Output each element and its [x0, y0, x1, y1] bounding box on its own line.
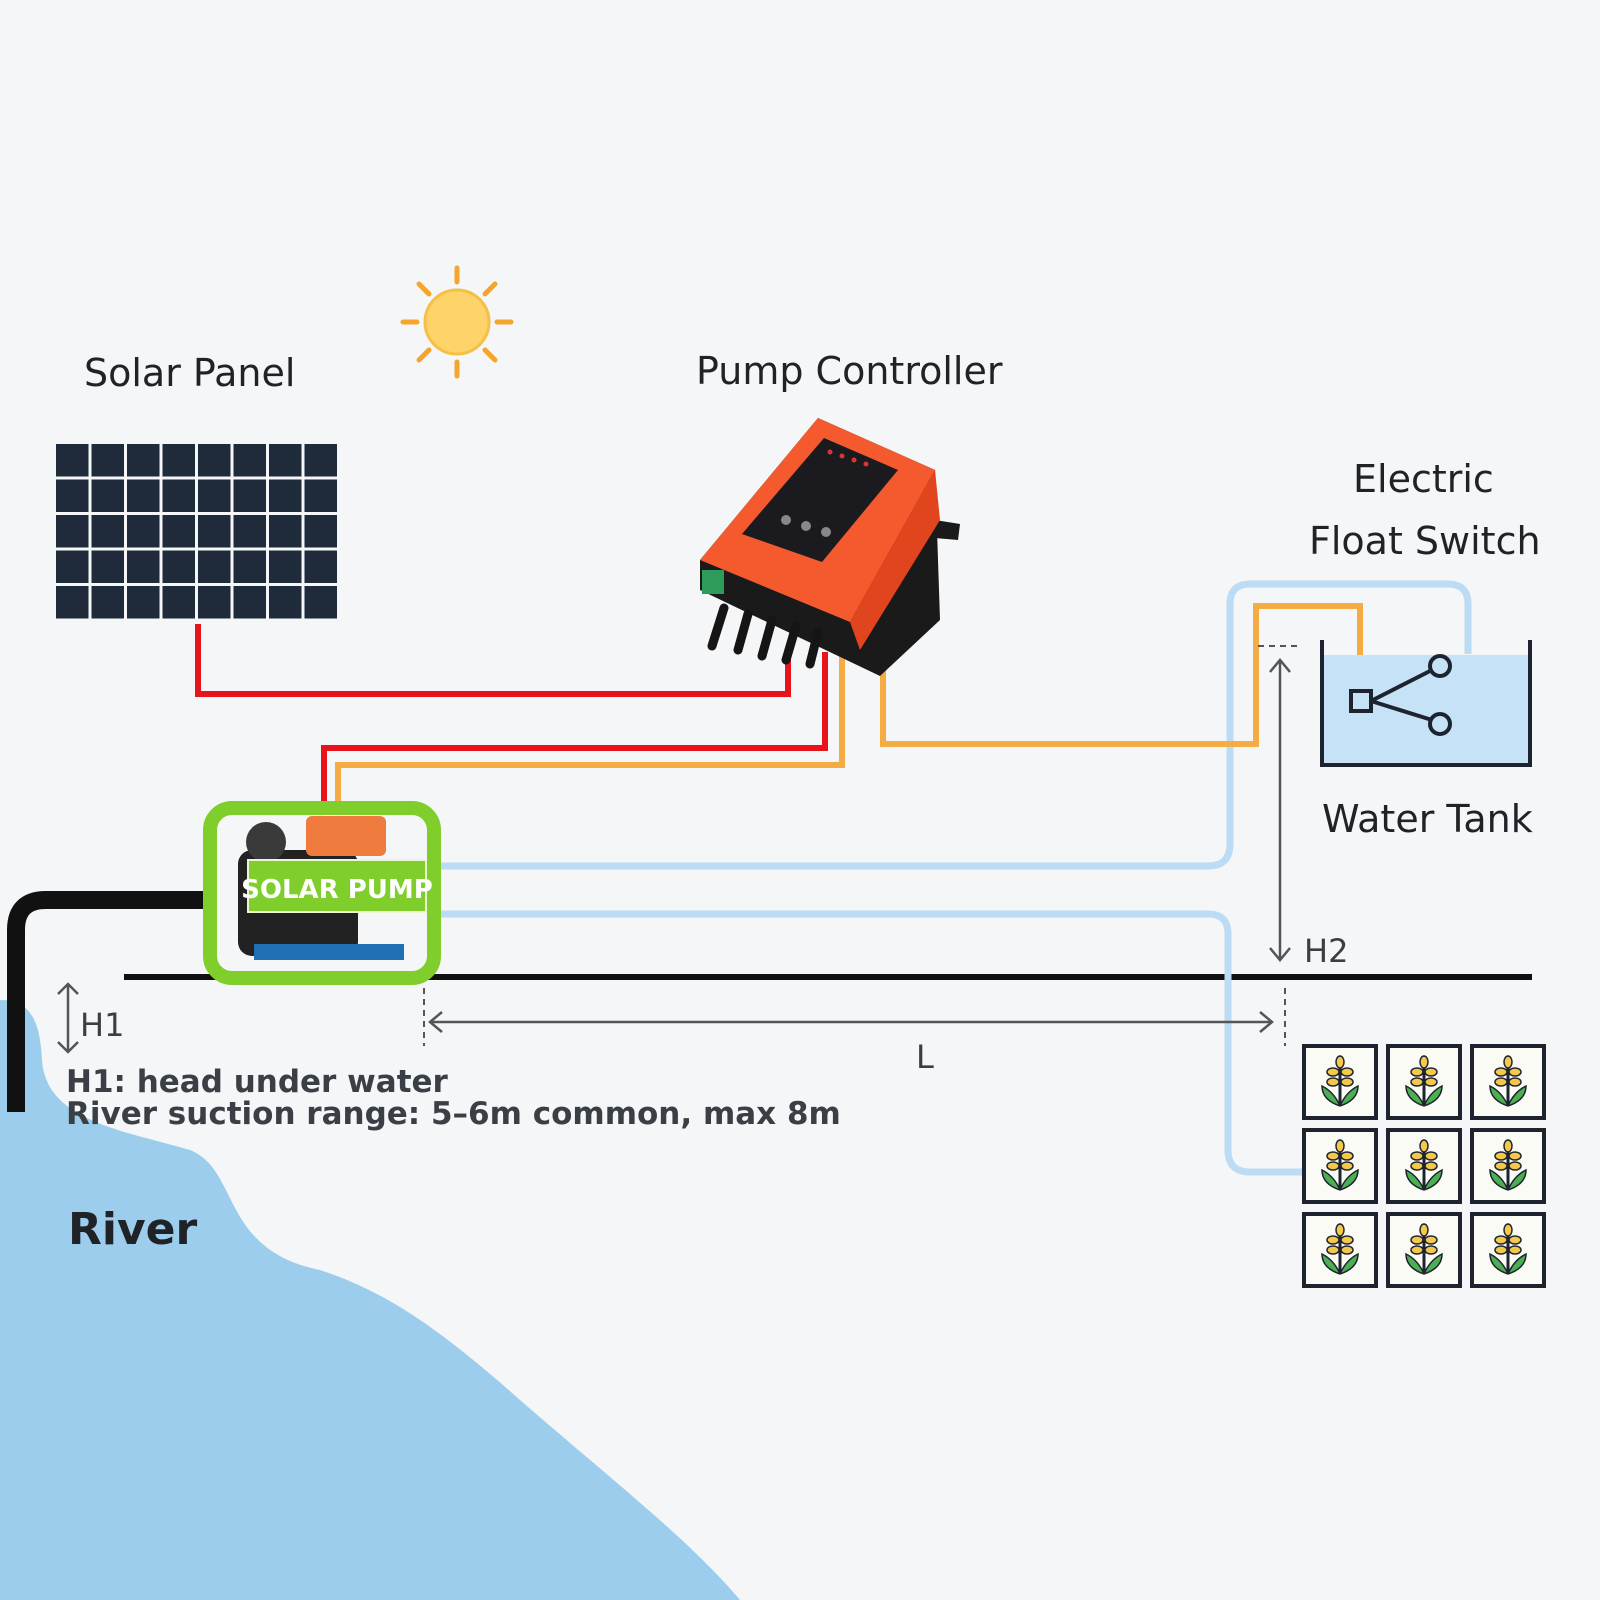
solar-cell [127, 479, 160, 512]
solar-cell [233, 515, 266, 548]
suction-pipe [7, 891, 205, 1112]
water-tank [1320, 640, 1532, 767]
solar-cell [233, 550, 266, 583]
h2-dimension-arrow [1269, 658, 1291, 962]
solar-cell [56, 550, 89, 583]
crop-tile [1470, 1128, 1546, 1204]
water-tank-label: Water Tank [1322, 797, 1533, 841]
solar-cell [198, 444, 231, 477]
h1-label: H1 [80, 1006, 124, 1044]
solar-cell [269, 515, 302, 548]
pump-controller [700, 418, 960, 676]
solar-cell [198, 515, 231, 548]
solar-cell [162, 550, 195, 583]
solar-cell [304, 586, 337, 619]
solar-cell [127, 444, 160, 477]
crop-plant-icon [1321, 1055, 1359, 1107]
river-water [0, 1000, 740, 1600]
solar-cell [162, 515, 195, 548]
h2-label: H2 [1304, 932, 1348, 970]
crop-plant-icon [1489, 1055, 1527, 1107]
crop-plant-icon [1405, 1055, 1443, 1107]
solar-cell [269, 479, 302, 512]
solar-cell [56, 479, 89, 512]
wire-controller-to-pump-orange [335, 652, 845, 806]
crop-tile [1302, 1212, 1378, 1288]
solar-cell [304, 515, 337, 548]
solar-cell [127, 586, 160, 619]
solar-cell [91, 479, 124, 512]
pump-controller-label: Pump Controller [696, 349, 1003, 393]
solar-cell [91, 550, 124, 583]
crop-tile [1302, 1044, 1378, 1120]
solar-cell [162, 479, 195, 512]
solar-cell [162, 444, 195, 477]
sun-icon [400, 265, 514, 379]
solar-panel-label: Solar Panel [84, 351, 295, 395]
pipe-to-field [430, 910, 1304, 1176]
solar-cell [233, 479, 266, 512]
crop-tile [1470, 1044, 1546, 1120]
solar-cell [56, 515, 89, 548]
solar-cell [162, 586, 195, 619]
pump-badge: SOLAR PUMP [241, 875, 433, 905]
crop-tile [1386, 1044, 1462, 1120]
float-switch-label-line2: Float Switch [1309, 519, 1541, 563]
crop-tile [1386, 1212, 1462, 1288]
solar-cell [233, 444, 266, 477]
float-switch-label-line1: Electric [1353, 457, 1494, 501]
crop-tile [1470, 1212, 1546, 1288]
solar-cell [127, 515, 160, 548]
suction-range-note: River suction range: 5–6m common, max 8m [66, 1096, 841, 1132]
crop-plant-icon [1405, 1139, 1443, 1191]
wire-panel-to-controller [195, 624, 791, 697]
solar-cell [127, 550, 160, 583]
l-dimension-arrow [428, 1011, 1274, 1033]
river-label: River [68, 1204, 197, 1255]
crop-tile [1386, 1128, 1462, 1204]
solar-cell [56, 586, 89, 619]
solar-cell [304, 550, 337, 583]
float-switch-icon [1349, 654, 1452, 736]
solar-cell [91, 586, 124, 619]
crop-plant-icon [1489, 1139, 1527, 1191]
wire-controller-to-float-switch [880, 603, 1363, 747]
h1-dimension-arrow [57, 982, 79, 1054]
crop-field [1302, 1044, 1546, 1288]
solar-cell [304, 479, 337, 512]
solar-cell [198, 586, 231, 619]
wire-controller-to-pump-red [321, 652, 828, 806]
l-label: L [916, 1038, 934, 1076]
solar-cell [269, 444, 302, 477]
solar-cell [269, 586, 302, 619]
solar-cell [233, 586, 266, 619]
solar-cell [56, 444, 89, 477]
solar-cell [91, 444, 124, 477]
crop-plant-icon [1405, 1223, 1443, 1275]
solar-cell [269, 550, 302, 583]
solar-cell [198, 479, 231, 512]
crop-tile [1302, 1128, 1378, 1204]
h1-definition-note: H1: head under water [66, 1064, 449, 1100]
crop-plant-icon [1321, 1223, 1359, 1275]
solar-panel [56, 444, 337, 619]
solar-cell [91, 515, 124, 548]
solar-cell [304, 444, 337, 477]
crop-plant-icon [1489, 1223, 1527, 1275]
solar-cell [198, 550, 231, 583]
pipe-to-tank [430, 580, 1472, 870]
crop-plant-icon [1321, 1139, 1359, 1191]
solar-pump: SOLAR PUMP [203, 801, 441, 985]
